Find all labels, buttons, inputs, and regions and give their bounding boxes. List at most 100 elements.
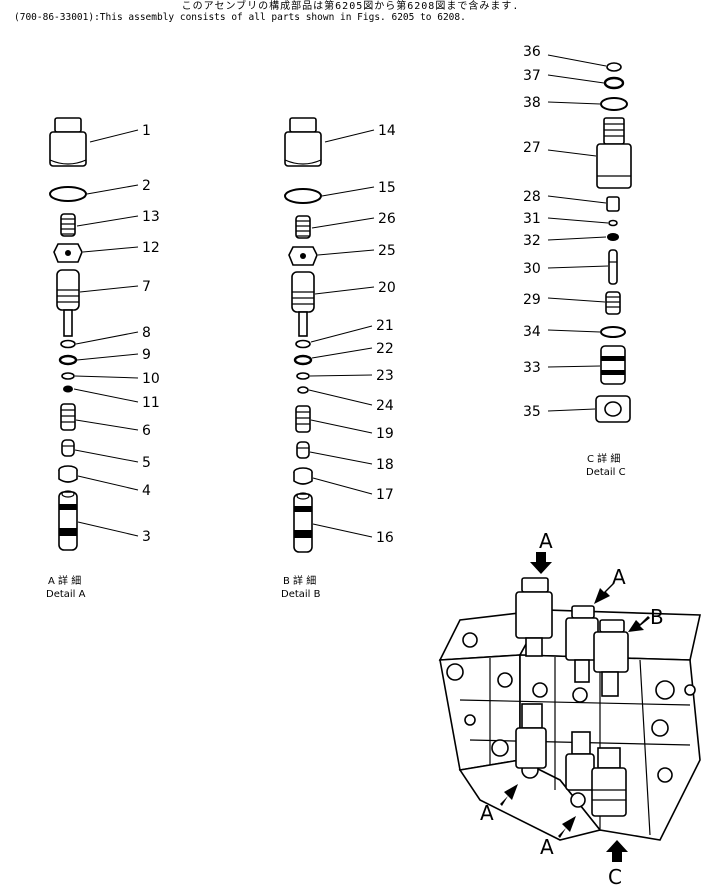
part-28-sleeve xyxy=(606,196,620,212)
label-38: 38 xyxy=(523,95,541,111)
part-26-spring xyxy=(295,215,311,239)
assembly-cap-a-left xyxy=(515,577,553,657)
callout-b: B xyxy=(650,605,664,629)
caption-a-jp: A 詳 細 xyxy=(48,574,81,587)
label-24: 24 xyxy=(376,398,394,414)
label-27: 27 xyxy=(523,140,541,156)
part-23-ring xyxy=(296,372,310,380)
callout-c: C xyxy=(608,865,622,889)
part-35-nut xyxy=(595,395,631,423)
part-29-spring xyxy=(605,291,621,315)
label-9: 9 xyxy=(142,347,151,363)
label-30: 30 xyxy=(523,261,541,277)
part-20-valve xyxy=(291,271,315,337)
label-33: 33 xyxy=(523,360,541,376)
label-36: 36 xyxy=(523,44,541,60)
part-12-nut xyxy=(53,243,83,263)
label-25: 25 xyxy=(378,243,396,259)
part-5-plunger xyxy=(61,439,75,457)
label-31: 31 xyxy=(523,211,541,227)
callout-a-bottom-left: A xyxy=(480,801,494,825)
label-35: 35 xyxy=(523,404,541,420)
part-31-ring xyxy=(608,219,618,227)
caption-b-jp: B 詳 細 xyxy=(283,574,316,587)
label-4: 4 xyxy=(142,483,151,499)
arrow-a-bottom-left xyxy=(500,784,518,806)
part-15-o-ring xyxy=(284,188,322,204)
label-5: 5 xyxy=(142,455,151,471)
arrow-a-bottom-mid xyxy=(558,816,576,838)
header-en: (700-86-33001):This assembly consists of… xyxy=(14,12,466,23)
part-9-ring xyxy=(58,354,78,366)
assembly-valve-c xyxy=(591,747,627,817)
part-7-valve xyxy=(56,269,80,337)
label-37: 37 xyxy=(523,68,541,84)
part-8-ring xyxy=(60,339,76,349)
label-22: 22 xyxy=(376,341,394,357)
label-7: 7 xyxy=(142,279,151,295)
part-24-ball xyxy=(297,386,309,394)
arrow-a-top xyxy=(530,552,552,574)
part-22-ring xyxy=(293,354,313,366)
detail-b: 14 15 26 25 20 21 22 23 24 19 18 17 16 B… xyxy=(281,117,396,600)
part-17-collar xyxy=(293,467,313,485)
part-3-spool xyxy=(58,490,78,551)
label-23: 23 xyxy=(376,368,394,384)
label-15: 15 xyxy=(378,180,396,196)
label-8: 8 xyxy=(142,325,151,341)
label-26: 26 xyxy=(378,211,396,227)
callout-a-bottom-mid: A xyxy=(540,835,554,859)
arrow-b xyxy=(628,616,650,632)
part-13-spring xyxy=(60,213,76,237)
part-14-cap xyxy=(284,117,322,167)
part-10-ring xyxy=(61,372,75,380)
assembly-cap-b xyxy=(593,619,629,697)
part-33-seat xyxy=(600,345,626,385)
part-27-body xyxy=(596,117,632,189)
part-19-spring xyxy=(295,405,311,433)
label-20: 20 xyxy=(378,280,396,296)
label-6: 6 xyxy=(142,423,151,439)
part-36-ring xyxy=(606,62,622,72)
label-29: 29 xyxy=(523,292,541,308)
detail-c: 36 37 38 27 28 31 32 30 29 34 33 35 C 詳 … xyxy=(523,44,632,478)
caption-c-jp: C 詳 細 xyxy=(587,452,620,465)
part-37-ring xyxy=(603,76,625,90)
detail-a: 1 2 13 12 7 8 9 10 11 6 5 4 3 A 詳 細 Deta… xyxy=(46,117,160,600)
part-21-ring xyxy=(295,339,311,349)
part-1-cap xyxy=(49,117,87,167)
label-1: 1 xyxy=(142,123,151,139)
part-11-ball xyxy=(63,385,73,393)
caption-b-en: Detail B xyxy=(281,589,321,600)
label-21: 21 xyxy=(376,318,394,334)
label-34: 34 xyxy=(523,324,541,340)
callout-a-right: A xyxy=(612,565,626,589)
part-2-o-ring xyxy=(49,186,87,202)
arrow-a-right xyxy=(594,584,614,604)
assembly-lower-valve-left xyxy=(515,703,547,769)
part-18-plunger xyxy=(296,441,310,459)
label-3: 3 xyxy=(142,529,151,545)
label-14: 14 xyxy=(378,123,396,139)
label-16: 16 xyxy=(376,530,394,546)
label-19: 19 xyxy=(376,426,394,442)
label-18: 18 xyxy=(376,457,394,473)
label-28: 28 xyxy=(523,189,541,205)
label-10: 10 xyxy=(142,371,160,387)
label-12: 12 xyxy=(142,240,160,256)
caption-a-en: Detail A xyxy=(46,589,86,600)
label-13: 13 xyxy=(142,209,160,225)
label-32: 32 xyxy=(523,233,541,249)
part-6-spring xyxy=(60,403,76,431)
label-17: 17 xyxy=(376,487,394,503)
part-32-ball xyxy=(607,233,619,241)
label-2: 2 xyxy=(142,178,151,194)
part-4-collar xyxy=(58,465,78,483)
header-jp: このアセンブリの構成部品は第6205図から第6208図まで含みます. xyxy=(181,1,520,12)
callout-a-top: A xyxy=(539,529,553,553)
arrow-c xyxy=(606,840,628,862)
part-30-pin xyxy=(608,249,618,285)
label-11: 11 xyxy=(142,395,160,411)
